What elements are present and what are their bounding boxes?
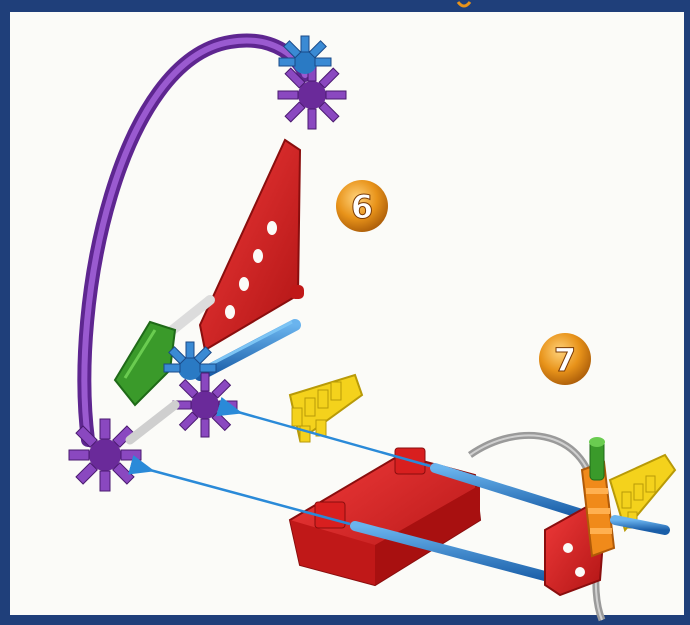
green-post (589, 437, 605, 480)
blue-rod-right-small (615, 520, 665, 530)
red-triangle-plate (200, 140, 304, 350)
assembly-arrow-upper (238, 412, 430, 466)
step-6-badge: 6 (336, 180, 388, 232)
svg-text:7: 7 (554, 341, 576, 379)
step-7-badge: 7 (539, 333, 591, 385)
top-hub-connector (278, 36, 346, 129)
svg-text:6: 6 (351, 188, 373, 226)
assembly-arrow-lower (150, 470, 350, 524)
bottom-hub-connector (69, 419, 141, 491)
grey-rod-left (130, 405, 175, 440)
top-edge-ornament (458, 2, 470, 6)
yellow-connector-loose (290, 375, 362, 442)
